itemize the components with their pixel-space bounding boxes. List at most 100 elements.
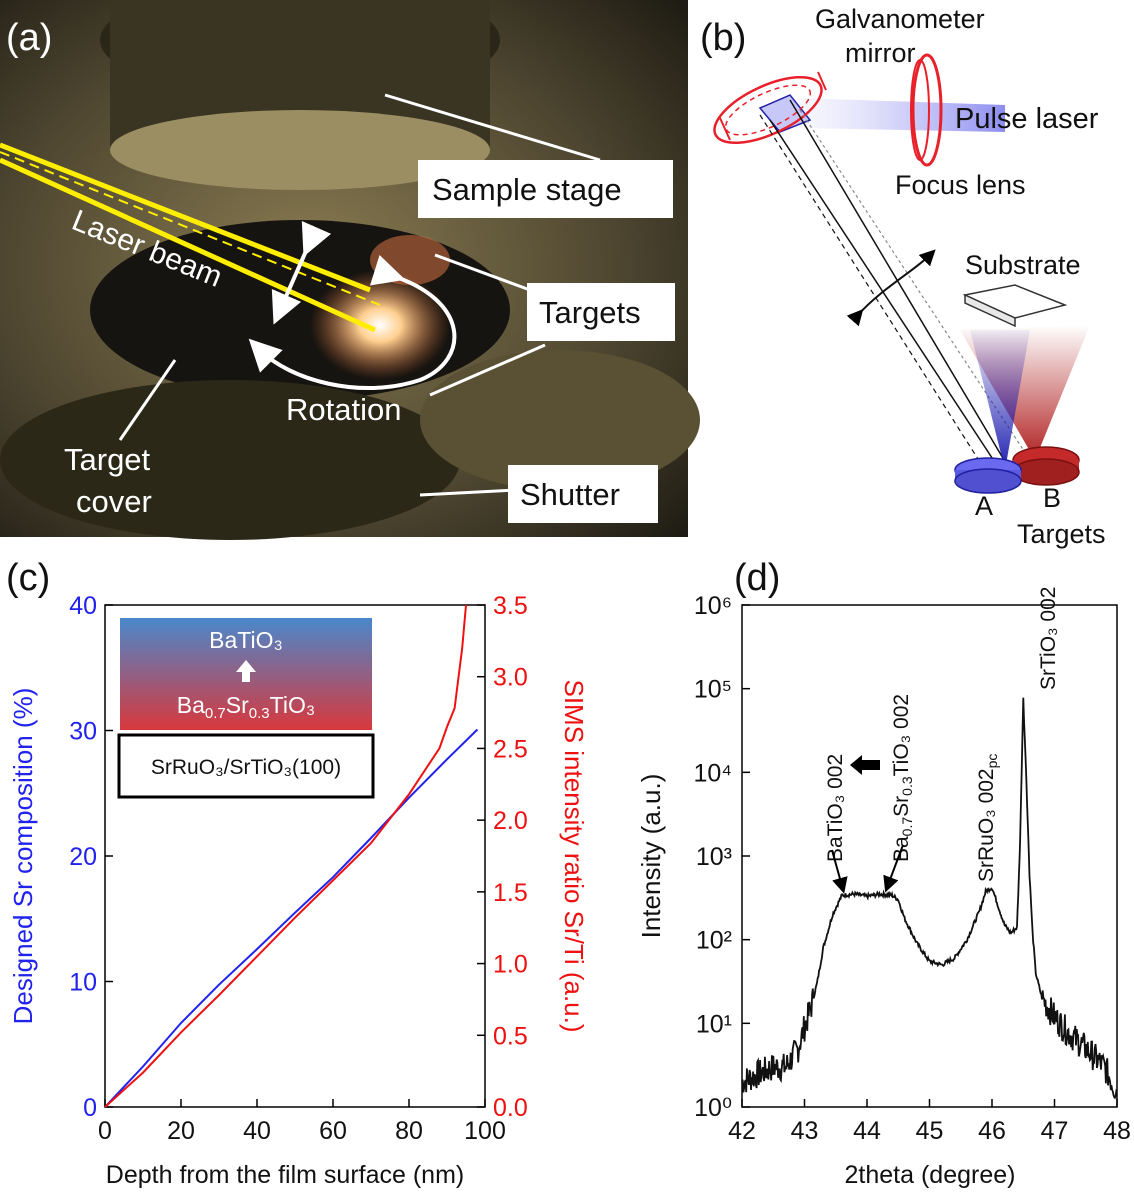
y-tick-label-right-c: 1.0	[493, 951, 528, 979]
annotation-batio3: BaTiO₃ 002	[824, 754, 847, 862]
galvanometer-label-2: mirror	[845, 38, 915, 68]
annotation-srruo3: SrRuO₃ 002pc	[975, 754, 1000, 882]
y-tick-label-d: 10⁶	[694, 592, 732, 620]
targets-label: Targets	[539, 295, 641, 330]
shutter-label: Shutter	[520, 477, 620, 512]
y-tick-label-right-c: 0.0	[493, 1094, 528, 1122]
target-cover-leader	[118, 359, 177, 441]
plume-blue	[970, 330, 1030, 470]
laser-plume	[310, 270, 450, 380]
y-tick-label-d: 10⁵	[694, 676, 732, 704]
orange-plume	[370, 235, 450, 285]
annotation-bsto: Ba0.7Sr0.3TiO₃ 002	[890, 694, 915, 862]
y-axis-right-label-c: SIMS intensity ratio Sr/Ti (a.u.)	[559, 679, 589, 1032]
x-tick-label-c: 100	[464, 1117, 506, 1145]
target-cover-label-1: Target	[64, 442, 151, 477]
shutter-shape	[420, 350, 700, 490]
x-tick-label-c: 80	[395, 1117, 423, 1145]
y-tick-label-d: 10²	[696, 927, 732, 955]
rotation-label: Rotation	[286, 392, 401, 427]
y-tick-label-d: 10⁰	[694, 1094, 732, 1122]
inset-substrate-box	[117, 733, 375, 799]
y-axis-left-label-c: Designed Sr composition (%)	[8, 688, 38, 1025]
plot-d-frame	[741, 604, 1118, 1108]
targets-leader	[434, 253, 531, 292]
annotation-srtio3: SrTiO₃ 002	[1037, 587, 1060, 690]
panel-b-letter: (b)	[700, 17, 746, 59]
y-tick-label-left-c: 10	[69, 969, 97, 997]
y-tick-label-d: 10¹	[696, 1010, 732, 1038]
target-a-base	[954, 468, 1022, 494]
shutter-box	[508, 465, 658, 523]
substrate-side	[964, 293, 1016, 328]
panel-a-letter: (a)	[6, 17, 52, 59]
panel-a: Sample stage Targets Shutter Laser beam …	[0, 0, 700, 540]
targets-box	[527, 283, 675, 341]
shift-arrow-left	[850, 755, 880, 775]
y-axis-label-d: Intensity (a.u.)	[636, 774, 666, 939]
target-cover-shape	[0, 380, 460, 540]
bsto-pointer	[883, 844, 904, 893]
galvanometer-edge	[719, 71, 827, 141]
y-tick-label-right-c: 0.5	[493, 1022, 528, 1050]
y-tick-label-d: 10⁴	[693, 759, 732, 787]
shutter-leader	[419, 488, 516, 497]
pulse-laser-label: Pulse laser	[955, 103, 1099, 135]
y-tick-label-left-c: 20	[69, 843, 97, 871]
plot-d-ticks: 42 43 44 45 46 47 48 10⁰ 10¹ 10² 10³ 10⁴ 10⁵ 10⁶	[693, 592, 1130, 1145]
sample-stage-ring	[110, 110, 490, 190]
x-tick-label-d: 43	[791, 1117, 819, 1145]
substrate-label: Substrate	[965, 250, 1081, 280]
y-tick-label-left-c: 30	[69, 718, 97, 746]
panel-d-letter: (d)	[734, 557, 780, 599]
focus-lens-back	[910, 59, 930, 161]
x-tick-label-d: 46	[978, 1117, 1006, 1145]
sample-stage-leader	[384, 93, 601, 162]
x-axis-label-c: Depth from the film surface (nm)	[106, 1161, 464, 1189]
y-tick-label-left-c: 0	[83, 1094, 97, 1122]
target-a-label: A	[975, 491, 993, 521]
y-tick-label-right-c: 3.0	[493, 664, 528, 692]
y-tick-label-right-c: 2.0	[493, 807, 528, 835]
series-sims-ratio	[104, 604, 467, 1108]
beam-line-1	[789, 99, 1011, 471]
series-xrd-intensity	[741, 697, 1118, 1100]
panel-c-letter: (c)	[6, 557, 50, 599]
y-tick-label-d: 10³	[696, 843, 732, 871]
panel-b: (b) Galvanometer mirror Pulse laser	[700, 4, 1106, 549]
focus-lens-label: Focus lens	[895, 170, 1026, 200]
inset-batio3: BaTiO₃	[209, 627, 283, 653]
focus-lens	[911, 53, 943, 167]
x-tick-label-d: 42	[728, 1117, 756, 1145]
x-tick-label-d: 47	[1041, 1117, 1069, 1145]
target-b-label: B	[1043, 483, 1061, 513]
y-tick-label-right-c: 3.5	[493, 592, 528, 620]
rotation-arrow	[248, 254, 457, 391]
target-b-base	[1012, 458, 1080, 486]
targets-leader-2	[429, 343, 546, 397]
x-tick-label-c: 40	[243, 1117, 271, 1145]
inset-arrow-up	[236, 660, 256, 682]
y-tick-label-right-c: 1.5	[493, 879, 528, 907]
sample-stage-label: Sample stage	[432, 172, 622, 207]
x-tick-label-d: 44	[853, 1117, 881, 1145]
x-tick-label-c: 0	[98, 1117, 112, 1145]
target-cover-label-2: cover	[76, 484, 152, 519]
x-tick-label-d: 45	[916, 1117, 944, 1145]
beam-line-4	[759, 114, 986, 471]
sample-stage-box	[418, 160, 673, 218]
x-tick-label-d: 48	[1103, 1117, 1131, 1145]
x-axis-label-d: 2theta (degree)	[845, 1161, 1016, 1189]
batio3-pointer	[831, 849, 848, 894]
swing-arrow-b	[846, 249, 936, 327]
targets-b-label: Targets	[1017, 519, 1106, 549]
pulse-laser-beam	[765, 98, 1005, 132]
x-tick-label-c: 60	[319, 1117, 347, 1145]
galvanometer-ring-dashed	[724, 84, 812, 136]
galvanometer-label-1: Galvanometer	[815, 4, 985, 34]
x-tick-label-c: 20	[167, 1117, 195, 1145]
